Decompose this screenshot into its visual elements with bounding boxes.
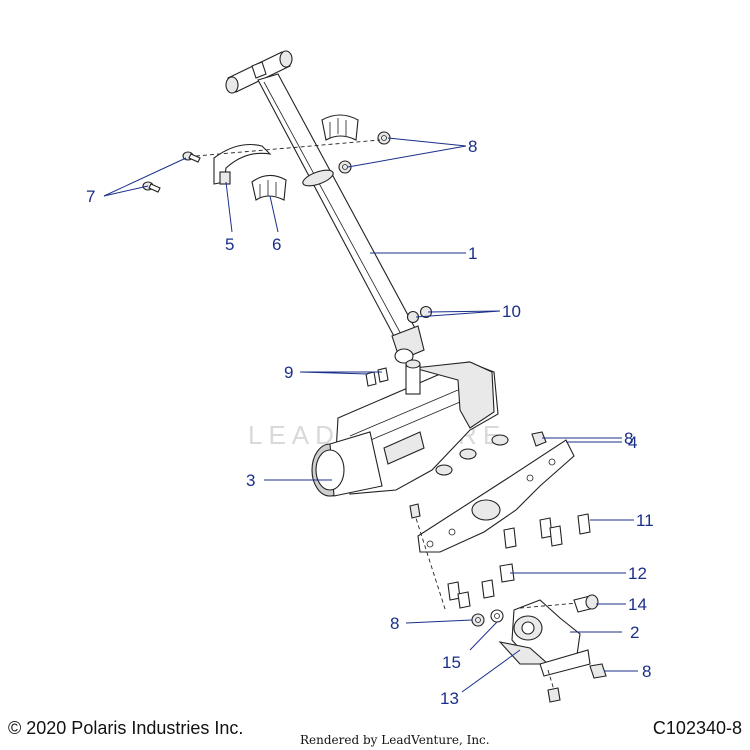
gearbox-motor-part bbox=[311, 359, 509, 497]
bolt-12-group bbox=[447, 563, 515, 609]
bolt-bottom bbox=[547, 687, 561, 703]
bolt-11-group bbox=[503, 513, 591, 549]
callout-13: 13 bbox=[440, 689, 459, 708]
callout-1: 1 bbox=[468, 244, 477, 263]
callout-8-gearbox: 8 bbox=[624, 429, 633, 448]
callout-labels: 1 2 3 4 5 6 7 8 8 8 8 9 10 11 12 13 14 1… bbox=[86, 137, 654, 708]
diagram-code: C102340-8 bbox=[652, 718, 742, 738]
callout-3: 3 bbox=[246, 471, 255, 490]
callout-6: 6 bbox=[272, 235, 281, 254]
callout-5: 5 bbox=[225, 235, 234, 254]
nut-8-bottom bbox=[589, 663, 607, 679]
callout-11: 11 bbox=[636, 511, 654, 530]
bushing-upper-part bbox=[321, 114, 359, 141]
clamp-bracket-part bbox=[213, 143, 272, 185]
nut-10-pair bbox=[406, 305, 433, 324]
steering-column-part bbox=[225, 50, 425, 364]
bolt-9-pair bbox=[365, 367, 389, 387]
callout-14: 14 bbox=[628, 595, 647, 614]
callout-9: 9 bbox=[284, 363, 293, 382]
steering-arm-part bbox=[498, 599, 591, 677]
bolt-7-upper bbox=[182, 151, 201, 163]
callout-8-bottom: 8 bbox=[642, 662, 651, 681]
nut-8-left bbox=[471, 613, 485, 627]
mounting-plate-part bbox=[417, 439, 575, 553]
rendered-by-text: Rendered by LeadVenture, Inc. bbox=[300, 733, 490, 747]
washer-15-part bbox=[490, 609, 504, 623]
callout-10: 10 bbox=[502, 302, 521, 321]
bushing-lower-part bbox=[251, 174, 287, 201]
callout-8-left: 8 bbox=[390, 614, 399, 633]
callout-7: 7 bbox=[86, 187, 95, 206]
callout-8-top: 8 bbox=[468, 137, 477, 156]
bolt-14-part bbox=[573, 594, 599, 613]
callout-15: 15 bbox=[442, 653, 461, 672]
nut-8-mid bbox=[338, 160, 352, 174]
nut-8-upper bbox=[377, 131, 391, 145]
leader-lines bbox=[103, 137, 638, 693]
callout-12: 12 bbox=[628, 564, 647, 583]
nut-8-gearbox bbox=[531, 431, 547, 447]
bolt-under-gearbox bbox=[409, 503, 421, 519]
copyright-text: © 2020 Polaris Industries Inc. bbox=[8, 718, 244, 738]
callout-4: 4 bbox=[628, 433, 637, 452]
callout-2: 2 bbox=[630, 623, 639, 642]
